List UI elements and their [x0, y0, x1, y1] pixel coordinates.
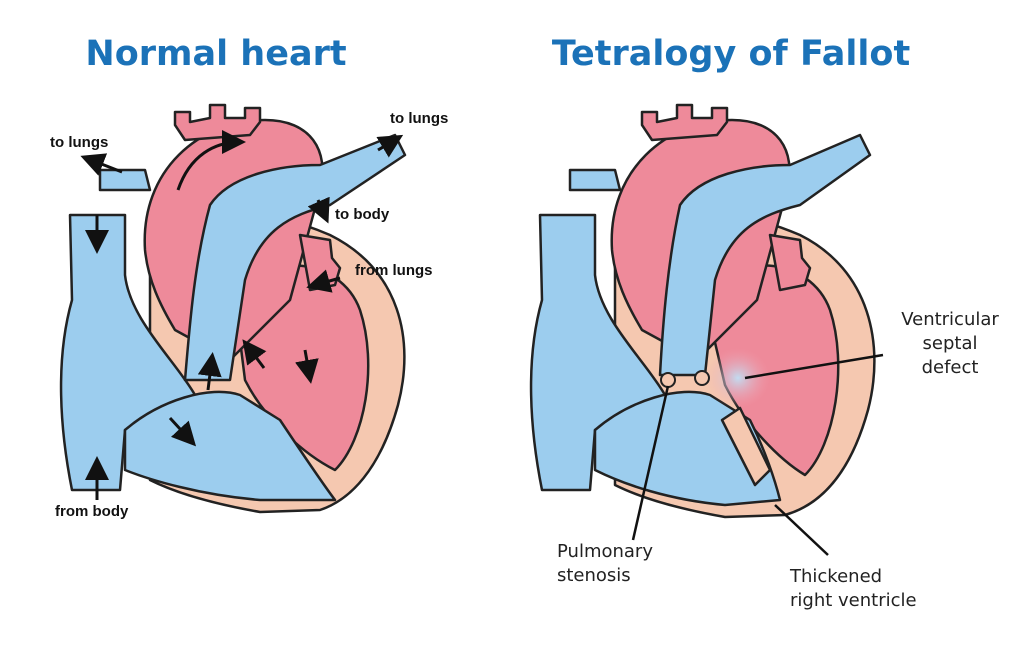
vsd-opening — [706, 348, 770, 408]
label-trv-line1: Thickened — [790, 566, 883, 587]
label-vsd-line2: septal — [922, 333, 978, 354]
title-tetralogy-of-fallot: Tetralogy of Fallot — [551, 34, 911, 74]
label-ventricular-septal-defect: Ventricular septal defect — [888, 308, 1012, 380]
normal-aorta-branches — [173, 103, 262, 142]
label-ps-line2: stenosis — [557, 565, 631, 586]
tof-aorta-branches — [640, 103, 729, 142]
arrow-aortic-arch — [176, 130, 246, 191]
arrow-pulmonary-up — [197, 352, 222, 391]
arrow-aortic-valve — [242, 339, 267, 369]
label-to-lungs-right: to lungs — [390, 110, 449, 127]
pulmonary-stenosis-site-right — [694, 370, 710, 386]
tof-pulmonary-branch-left — [568, 168, 622, 192]
arrow-from-lungs — [306, 269, 341, 293]
normal-pulmonary-branch-left — [98, 168, 152, 192]
normal-heart — [59, 103, 407, 514]
label-trv-line2: right ventricle — [790, 590, 917, 611]
label-from-lungs: from lungs — [355, 262, 433, 279]
normal-right-ventricle — [123, 390, 337, 502]
tof-pointer-lines — [631, 353, 884, 556]
pointer-pulmonary-stenosis — [631, 385, 670, 541]
label-from-body: from body — [55, 503, 129, 520]
pulmonary-stenosis-site — [660, 372, 676, 388]
label-ps-line1: Pulmonary — [557, 541, 653, 562]
normal-pulmonary-artery — [183, 133, 407, 382]
arrow-mitral-down — [295, 349, 319, 384]
arrow-tricuspid — [168, 416, 197, 447]
arrow-to-lungs-left — [80, 153, 123, 176]
tof-septum — [720, 406, 772, 487]
arrow-to-lungs-right — [376, 134, 404, 158]
tof-pulmonary-artery — [658, 133, 872, 377]
label-thickened-right-ventricle: Thickened right ventricle — [790, 565, 917, 613]
label-vsd-line1: Ventricular — [901, 309, 999, 330]
normal-flow-arrows — [80, 130, 404, 500]
pointer-vsd — [744, 353, 884, 380]
label-pulmonary-stenosis: Pulmonary stenosis — [557, 540, 653, 588]
tof-heart — [529, 103, 876, 519]
tof-pulmonary-veins — [768, 233, 812, 292]
pointer-thickened-rv — [774, 504, 829, 556]
title-normal-heart: Normal heart — [85, 34, 347, 74]
arrow-to-body — [307, 196, 330, 224]
label-vsd-line3: defect — [921, 357, 979, 378]
label-to-lungs-left: to lungs — [50, 134, 109, 151]
label-to-body: to body — [335, 206, 390, 223]
